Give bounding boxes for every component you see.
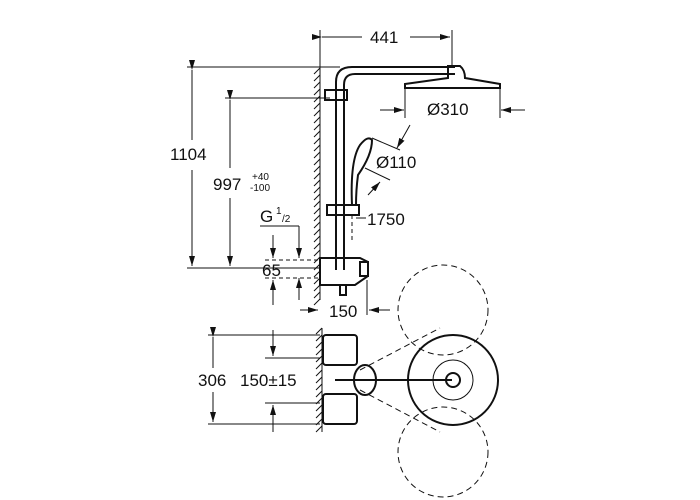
dim-306: 306: [198, 371, 226, 390]
thread-den: /2: [282, 214, 291, 225]
hatch-line: [313, 242, 321, 250]
tolerance-minus: -100: [250, 183, 270, 194]
hatch-line: [313, 151, 321, 159]
hatch-line: [315, 376, 323, 384]
hatch-line: [313, 116, 321, 124]
outlet: [339, 284, 347, 296]
hatch-line: [313, 137, 321, 145]
hatch-line: [313, 172, 321, 180]
top-view: 306 150±15: [198, 264, 499, 498]
hatch-line: [315, 348, 323, 356]
valve-box-lower: [322, 393, 358, 425]
hatch-line: [313, 158, 321, 166]
hatch-line: [315, 327, 323, 335]
hatch-line: [313, 165, 321, 173]
hatch-line: [315, 341, 323, 349]
hatch-line: [313, 291, 321, 299]
hatch-line: [313, 179, 321, 187]
hatch-line: [313, 200, 321, 208]
hand-shower: [350, 137, 374, 206]
dim-hand-shower-diameter: Ø110: [376, 153, 416, 172]
hatch-line: [315, 362, 323, 370]
thread-num: 1: [276, 206, 282, 217]
dim-150-centers: 150±15: [240, 371, 297, 390]
dim-65: 65: [262, 261, 281, 280]
valve-box-upper: [322, 334, 358, 366]
hatch-line: [313, 109, 321, 117]
hatch-line: [313, 102, 321, 110]
hatch-line: [313, 186, 321, 194]
hatch-line: [313, 228, 321, 236]
side-view: 441 Ø310 Ø110 1750 1104 997 +40 -100 G 1…: [170, 28, 525, 321]
hatch-line: [315, 369, 323, 377]
hatch-line: [315, 390, 323, 398]
temperature-knob: [359, 261, 369, 277]
swing-circle-lower: [397, 406, 489, 498]
thread-g: G: [260, 207, 273, 226]
hatch-line: [313, 123, 321, 131]
dim-150-depth: 150: [329, 302, 357, 321]
hatch-line: [313, 193, 321, 201]
hatch-line: [313, 130, 321, 138]
dim-997: 997: [213, 175, 241, 194]
hatch-line: [315, 334, 323, 342]
dim-1104: 1104: [170, 145, 207, 164]
wall-bracket: [324, 89, 348, 101]
wall-hatching-top: [315, 327, 323, 433]
hatch-line: [313, 221, 321, 229]
slider: [326, 204, 360, 216]
hatch-line: [313, 249, 321, 257]
hatch-line: [313, 74, 321, 82]
hatch-line: [313, 81, 321, 89]
hatch-line: [313, 144, 321, 152]
dim-hose-1750: 1750: [367, 210, 405, 229]
hatch-line: [313, 298, 321, 306]
swing-circle-upper: [397, 264, 489, 356]
hatch-line: [313, 207, 321, 215]
hatch-line: [315, 355, 323, 363]
hatch-line: [313, 88, 321, 96]
dim-head-diameter: Ø310: [427, 100, 469, 119]
hatch-line: [313, 67, 321, 75]
hatch-line: [315, 411, 323, 419]
hatch-line: [313, 214, 321, 222]
hatch-line: [313, 235, 321, 243]
shower-riser: [335, 66, 455, 270]
hatch-line: [315, 404, 323, 412]
hatch-line: [315, 425, 323, 433]
tolerance-plus: +40: [252, 172, 269, 183]
shower-head: [404, 65, 501, 89]
dim-441: 441: [370, 28, 398, 47]
hatch-line: [315, 383, 323, 391]
shower-head-top: [407, 334, 499, 426]
hatch-line: [313, 95, 321, 103]
